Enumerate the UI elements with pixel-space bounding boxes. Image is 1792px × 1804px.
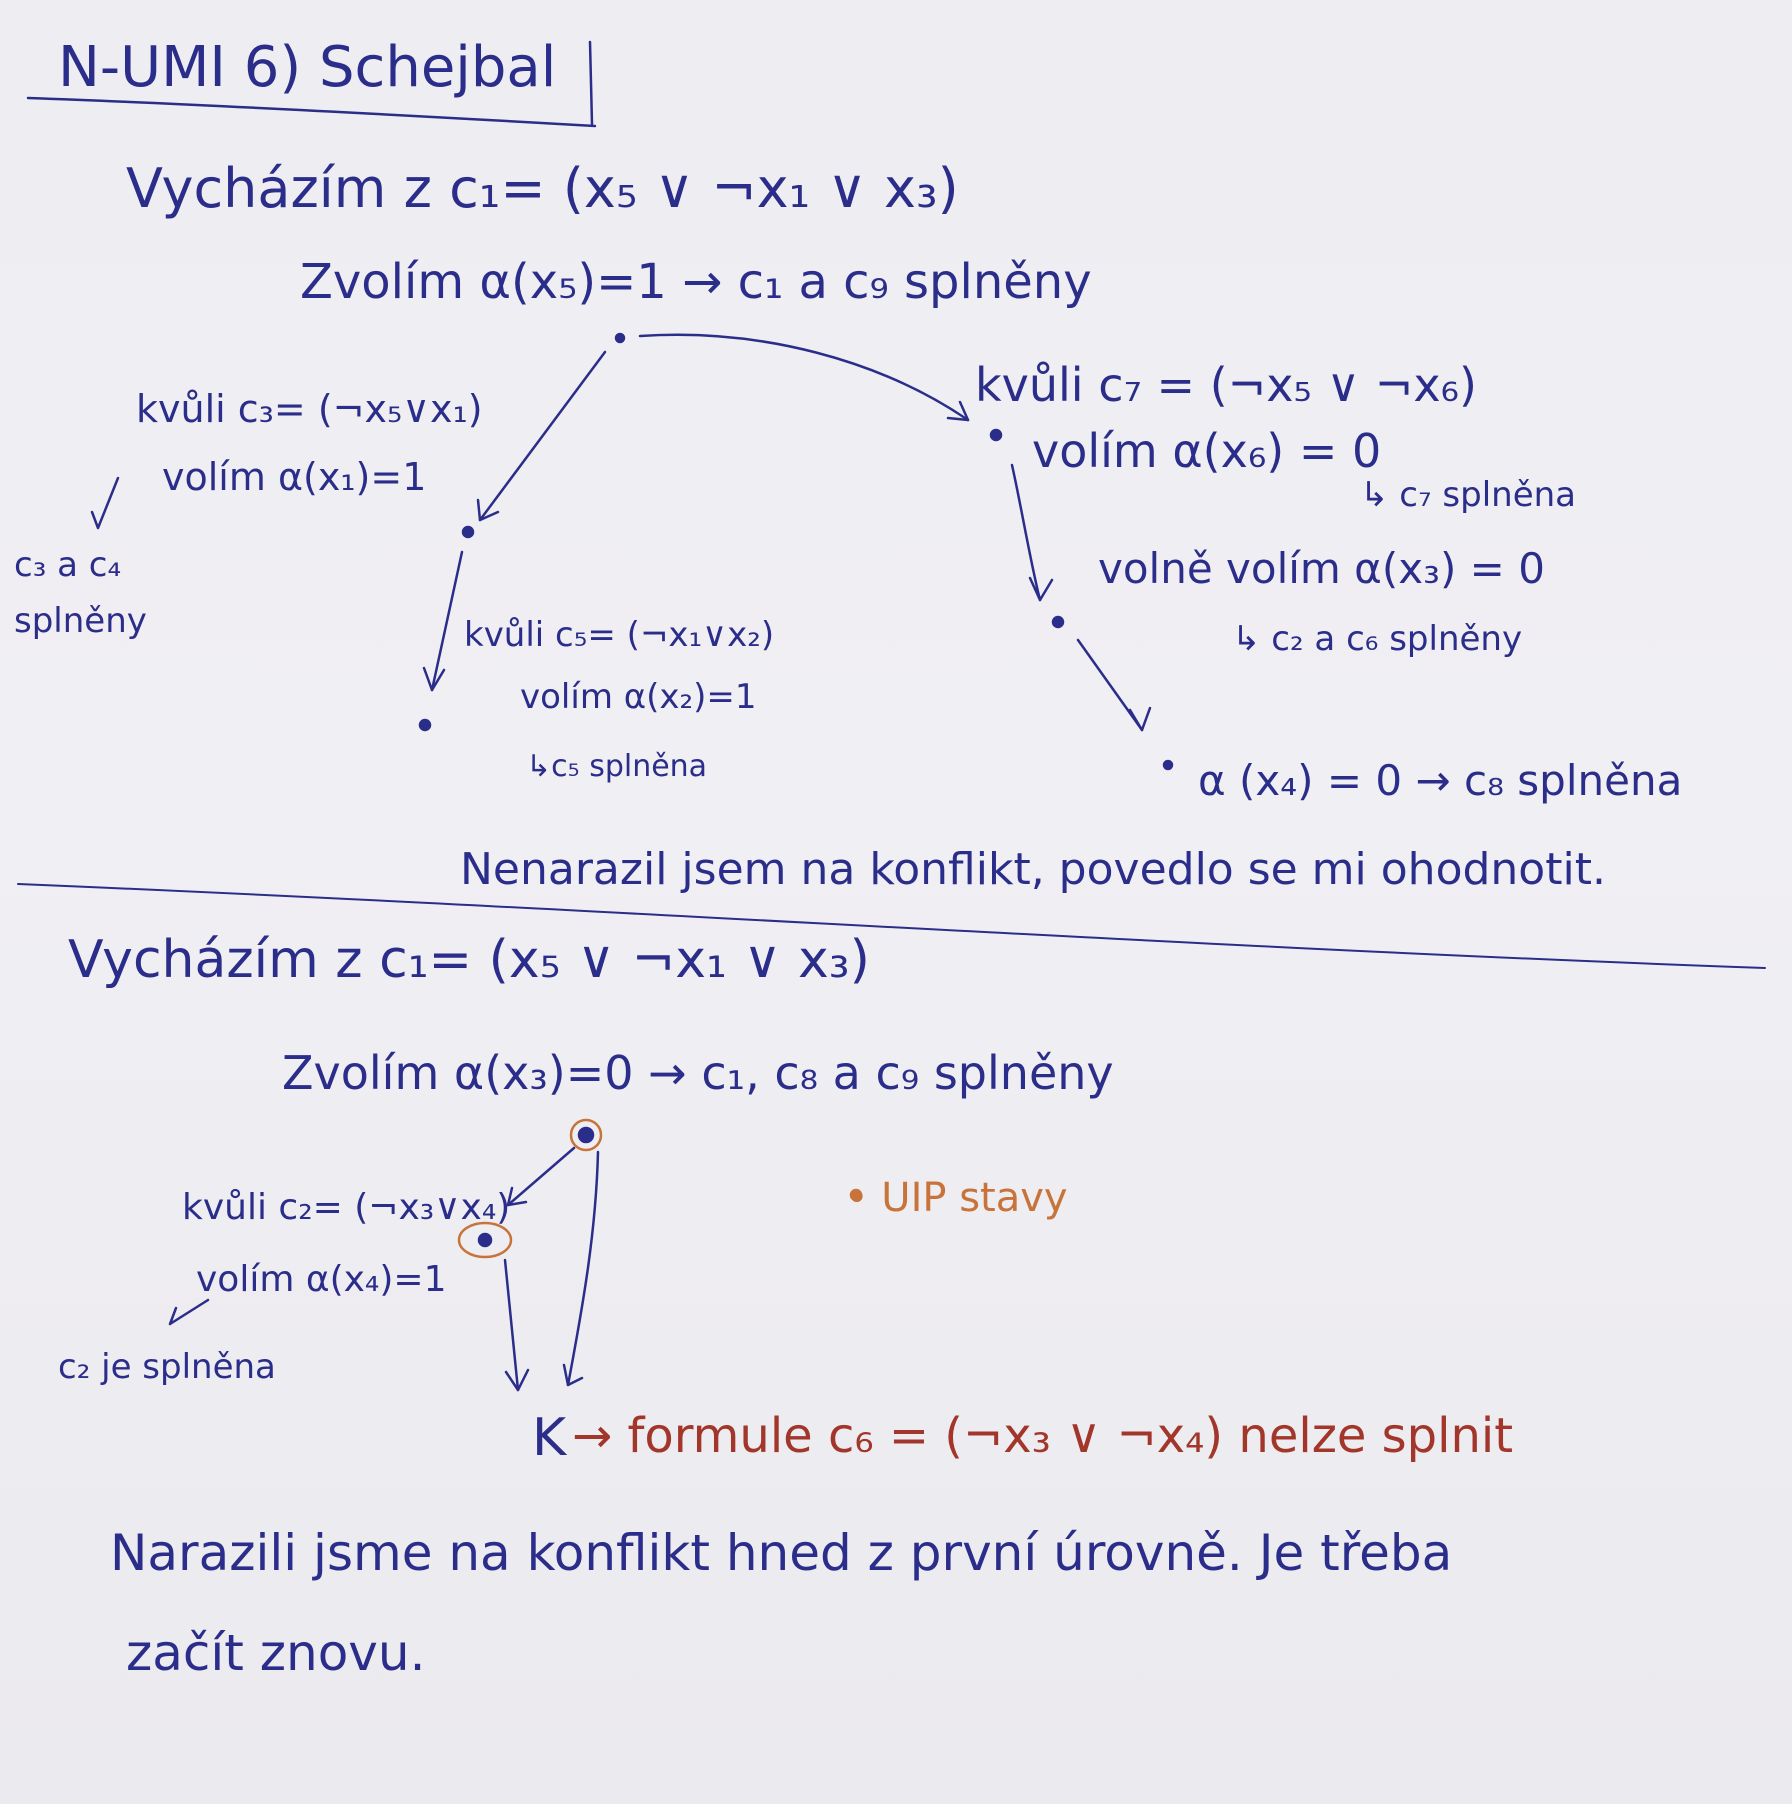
part2-start: Vycházím z c₁= (x₅ ∨ ¬x₁ ∨ x₃)	[68, 930, 870, 990]
uip-legend-dot	[849, 1188, 863, 1202]
node-right-2	[1051, 615, 1065, 629]
part2-conclusion-2: začít znovu.	[126, 1624, 426, 1682]
part2-branch-reason: kvůli c₂= (¬x₃∨x₄)	[182, 1187, 511, 1228]
edge-right-sub	[1010, 463, 1042, 602]
part2-choice: Zvolím α(x₃)=0 → c₁, c₈ a c₉ splněny	[282, 1046, 1114, 1100]
part1-left-choice: volím α(x₁)=1	[162, 455, 427, 499]
part1-left-result-1: c₃ a c₄	[14, 545, 122, 585]
part1-right-result: ↳ c₇ splněna	[1360, 475, 1577, 515]
part1-right-reason: kvůli c₇ = (¬x₅ ∨ ¬x₆)	[975, 358, 1477, 412]
part1-left-sub-choice: volím α(x₂)=1	[520, 677, 757, 717]
arrowhead-right	[946, 400, 970, 422]
title-underline	[26, 96, 597, 128]
uip-legend: • UIP stavy	[845, 1175, 1068, 1221]
edge-root2-down	[566, 1150, 600, 1387]
tick-part2-result	[168, 1298, 210, 1326]
part2-branch-choice: volím α(x₄)=1	[196, 1259, 447, 1300]
part1-right-leaf: α (x₄) = 0 → c₈ splněna	[1198, 756, 1683, 805]
conflict-text: → formule c₆ = (¬x₃ ∨ ¬x₄) nelze splnit	[572, 1408, 1514, 1464]
node-root-2	[577, 1126, 595, 1144]
arrowhead-uip-down	[504, 1368, 530, 1392]
uip-ring-x4	[457, 1221, 513, 1259]
node-right-1	[989, 428, 1003, 442]
tick-left-result	[90, 476, 120, 530]
part1-conclusion: Nenarazil jsem na konflikt, povedlo se m…	[460, 844, 1606, 895]
part1-left-reason: kvůli c₃= (¬x₅∨x₁)	[136, 387, 483, 431]
part1-right-choice: volím α(x₆) = 0	[1032, 424, 1382, 478]
part1-right-sub-choice: volně volím α(x₃) = 0	[1098, 544, 1545, 593]
part2-branch-result: c₂ je splněna	[58, 1347, 276, 1387]
part2-conclusion-1: Narazili jsme na konflikt hned z první ú…	[110, 1524, 1453, 1582]
node-left-1	[461, 525, 475, 539]
node-uip-2	[477, 1232, 493, 1248]
node-left-leaf	[418, 718, 432, 732]
edge-uip-down	[503, 1258, 520, 1392]
part1-start: Vycházím z c₁= (x₅ ∨ ¬x₁ ∨ x₃)	[126, 157, 959, 220]
part1-left-sub-reason: kvůli c₅= (¬x₁∨x₂)	[464, 615, 775, 655]
title-bracket	[588, 40, 594, 126]
section-divider	[17, 883, 1766, 969]
part1-choice: Zvolím α(x₅)=1 → c₁ a c₉ splněny	[300, 254, 1092, 310]
arrowhead-root2-left	[506, 1186, 528, 1207]
conflict-marker: K	[532, 1408, 567, 1468]
part1-left-sub-result: ↳c₅ splněna	[526, 749, 708, 784]
edge-left-sub	[430, 550, 464, 692]
arrowhead-left	[476, 498, 500, 522]
uip-ring-root	[569, 1118, 603, 1152]
arrowhead-right-leaf	[1128, 706, 1152, 732]
page-title: N-UMI 6) Schejbal	[58, 35, 557, 100]
edge-root-left	[478, 350, 607, 522]
node-root-1	[614, 332, 626, 344]
arrowhead-root2-down	[562, 1363, 584, 1387]
edge-root-right	[638, 333, 970, 422]
arrowhead-right-sub	[1028, 576, 1054, 602]
edge-right-leaf	[1076, 638, 1144, 732]
part1-right-sub-result: ↳ c₂ a c₆ splněny	[1232, 619, 1523, 659]
arrowhead-left-sub	[422, 666, 446, 692]
node-right-leaf	[1162, 759, 1174, 771]
edge-root2-left	[506, 1146, 576, 1207]
part1-left-result-2: splněny	[14, 601, 147, 641]
